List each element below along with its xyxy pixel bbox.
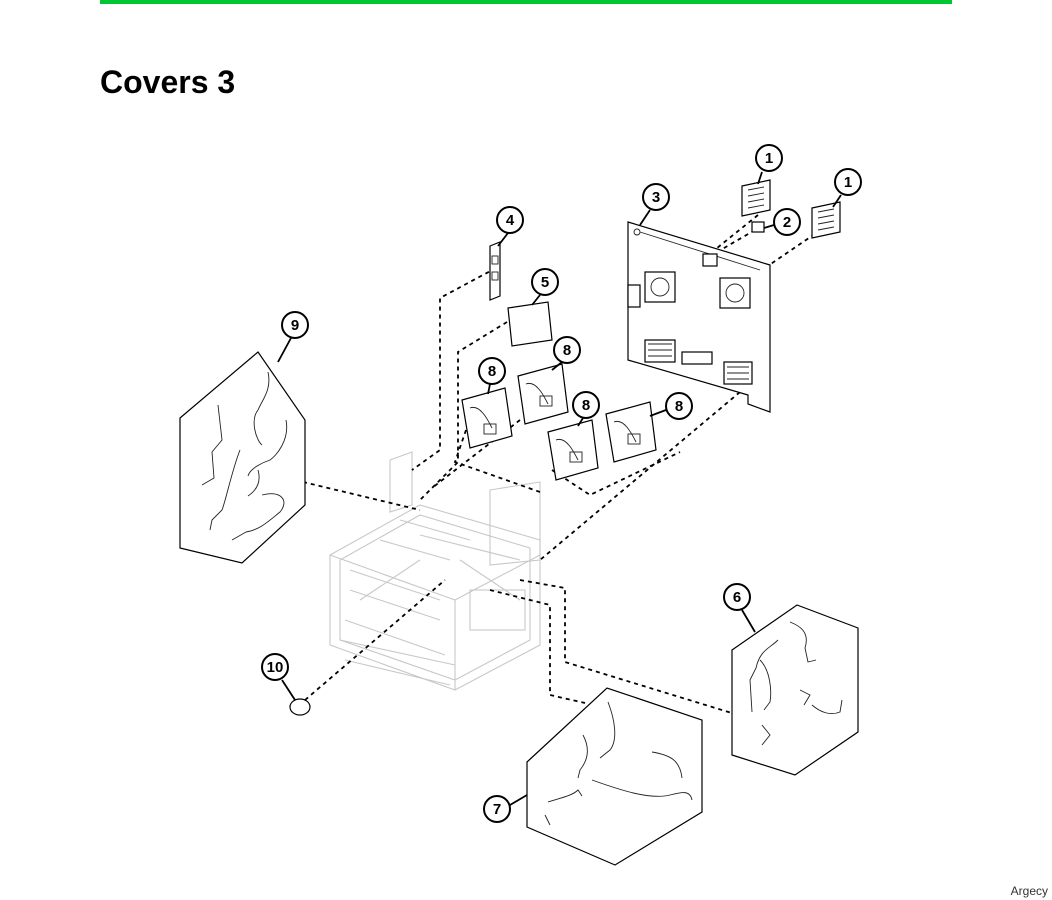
callout-2-label: 2	[783, 214, 791, 231]
callout-8d: 8	[649, 392, 693, 420]
callout-8a-label: 8	[488, 363, 496, 380]
callout-10: 10	[261, 653, 296, 701]
callout-9-label: 9	[291, 317, 299, 334]
part-4-bracket	[489, 241, 501, 301]
callout-8c-label: 8	[582, 397, 590, 414]
callout-5: 5	[531, 268, 559, 306]
callout-1b-label: 1	[844, 174, 852, 191]
part-9-cable-kit-panel	[179, 351, 306, 564]
part-5-plate	[507, 301, 553, 347]
callout-9: 9	[277, 311, 309, 363]
callout-3-label: 3	[652, 189, 660, 206]
part-2-clip	[751, 221, 765, 233]
part-1-fan-module-a	[741, 179, 771, 217]
part-7-cable-kit-panel	[526, 687, 703, 866]
callout-1a-label: 1	[765, 150, 773, 167]
callout-8c: 8	[572, 391, 600, 427]
callout-6: 6	[723, 583, 756, 633]
callout-7: 7	[483, 794, 528, 823]
callout-10-label: 10	[267, 659, 284, 676]
callout-3: 3	[639, 183, 670, 226]
callout-8a: 8	[478, 357, 506, 395]
callout-8b-label: 8	[563, 342, 571, 359]
part-8-cable-panel-b	[517, 363, 569, 425]
callout-5-label: 5	[541, 274, 549, 291]
page-title: Covers 3	[100, 64, 236, 100]
part-3-controller-shield	[627, 221, 771, 413]
callout-7-label: 7	[493, 801, 501, 818]
callout-8d-label: 8	[675, 398, 683, 415]
printer-frame	[329, 451, 541, 691]
part-8-cable-panel-c	[547, 419, 599, 481]
callout-2: 2	[763, 208, 801, 236]
watermark: Argecy	[1010, 884, 1048, 898]
part-1-fan-module-b	[811, 201, 841, 239]
part-10-round-cap	[289, 698, 311, 716]
part-8-cable-panel-a	[461, 387, 513, 449]
callout-4: 4	[496, 206, 524, 247]
top-accent-rule	[100, 0, 952, 4]
part-6-cable-kit-panel	[731, 604, 859, 776]
callout-1b: 1	[832, 168, 862, 208]
callout-4-label: 4	[506, 212, 515, 229]
callout-8b: 8	[551, 336, 581, 371]
part-8-cable-panel-d	[605, 401, 657, 463]
callout-6-label: 6	[733, 589, 741, 606]
callout-1a: 1	[755, 144, 783, 185]
